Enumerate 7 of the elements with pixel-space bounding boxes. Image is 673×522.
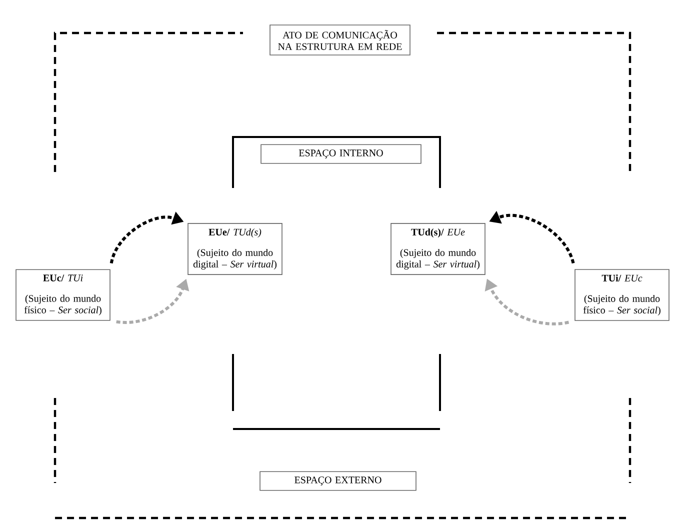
subject-box: EUc/ TUi (Sujeito do mundo físico – Ser social) — [16, 269, 110, 321]
subject-box: TUd(s)/ EUe (Sujeito do mundo digital – Ser virtual) — [390, 223, 486, 275]
subject-box: TUi/ EUc (Sujeito do mundo físico – Ser social) — [574, 269, 670, 321]
subject-box: EUe/ TUd(s) (Sujeito do mundo digital – Ser virtual) — [188, 223, 282, 275]
label-box: ESPAÇO INTERNO — [260, 144, 422, 164]
title-box: ATO DE COMUNICAÇÃO NA ESTRUTURA EM REDE — [270, 24, 410, 56]
label-box: ESPAÇO EXTERNO — [260, 471, 416, 491]
